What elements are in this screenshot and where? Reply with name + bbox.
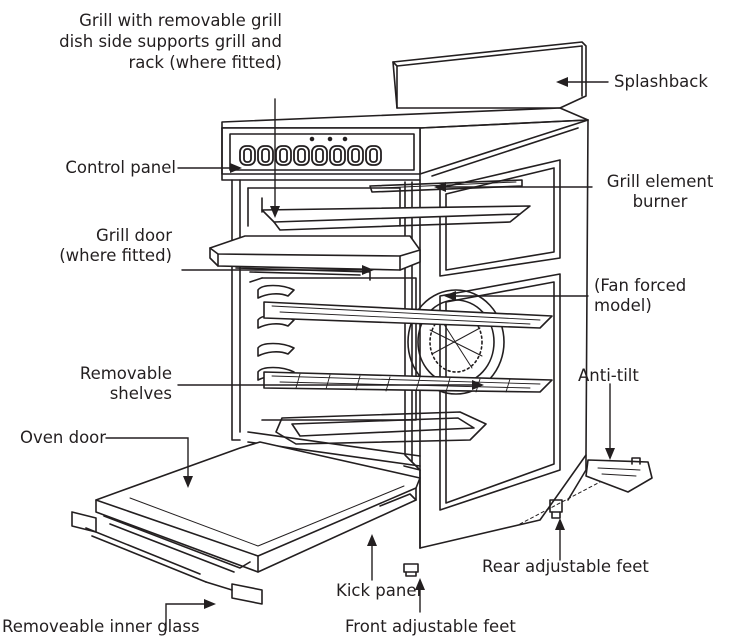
oven-front-frame xyxy=(221,127,421,549)
label-rear-adjustable-feet: Rear adjustable feet xyxy=(482,557,649,576)
label-removeable-inner-glass: Removeable inner glass xyxy=(2,617,200,636)
label-removable-shelves: Removable shelves xyxy=(79,364,172,403)
shelf-runners xyxy=(257,284,295,381)
grill-compartment xyxy=(247,179,531,231)
label-grill-door: Grill door (where fitted) xyxy=(59,226,172,265)
label-grill-removable: Grill with removable grill dish side sup… xyxy=(59,11,282,72)
grill-door xyxy=(209,235,421,281)
oven-cavity xyxy=(249,277,505,421)
inner-glass xyxy=(103,515,251,573)
control-knobs xyxy=(239,145,382,166)
label-oven-door: Oven door xyxy=(20,428,107,447)
oven-floor-tray xyxy=(275,411,487,445)
label-grill-element-burner: Grill element burner xyxy=(606,172,714,211)
oven-door xyxy=(71,441,421,605)
oven-right-side xyxy=(419,119,589,549)
adjustable-feet xyxy=(403,499,563,577)
anti-tilt-bracket xyxy=(519,457,653,525)
removable-shelves xyxy=(263,301,553,393)
label-front-adjustable-feet: Front adjustable feet xyxy=(345,617,516,636)
label-fan-forced-model: (Fan forced model) xyxy=(594,276,687,315)
label-kick-panel: Kick panel xyxy=(336,581,422,600)
label-anti-tilt: Anti-tilt xyxy=(578,366,639,385)
splashback-panel xyxy=(392,41,587,109)
label-splashback: Splashback xyxy=(614,72,708,91)
label-control-panel: Control panel xyxy=(65,158,176,177)
